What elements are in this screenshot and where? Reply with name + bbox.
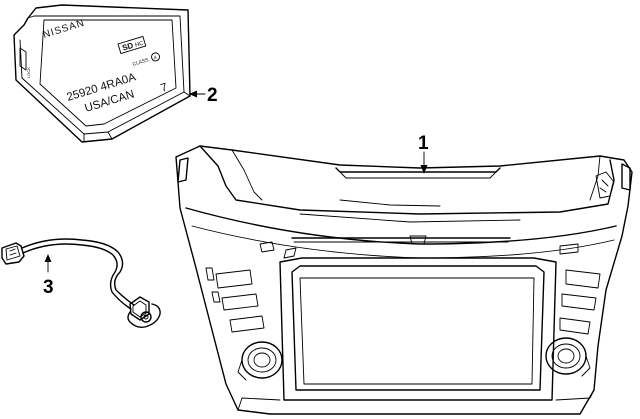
right-button-column <box>559 269 601 335</box>
sd-logo-text: SD <box>121 41 134 53</box>
sd-brand-text: NISSAN <box>42 18 87 41</box>
right-knob <box>545 337 591 377</box>
leader-1 <box>420 151 428 174</box>
callout-3: 3 <box>43 277 54 298</box>
callout-1: 1 <box>418 133 429 154</box>
sd-card: LOCK NISSAN SD HC CLASS 4 25920 4RA0A US… <box>13 4 191 143</box>
left-button-column <box>205 267 265 333</box>
radio-head-unit <box>175 145 633 415</box>
wire-harness <box>1 238 161 329</box>
sd-class-number: 4 <box>153 55 158 62</box>
left-knob <box>237 341 283 381</box>
leader-3 <box>44 254 52 273</box>
sd-class-text: CLASS <box>132 57 150 68</box>
sdhc-logo: SD HC <box>117 35 147 55</box>
callout-2: 2 <box>207 85 218 106</box>
sd-revision-text: 7 <box>159 82 169 95</box>
leader-2 <box>189 90 206 98</box>
sd-lock-text: LOCK <box>26 67 31 78</box>
sd-logo-sub-text: HC <box>134 40 145 48</box>
sd-class-mark: CLASS 4 <box>132 52 160 68</box>
